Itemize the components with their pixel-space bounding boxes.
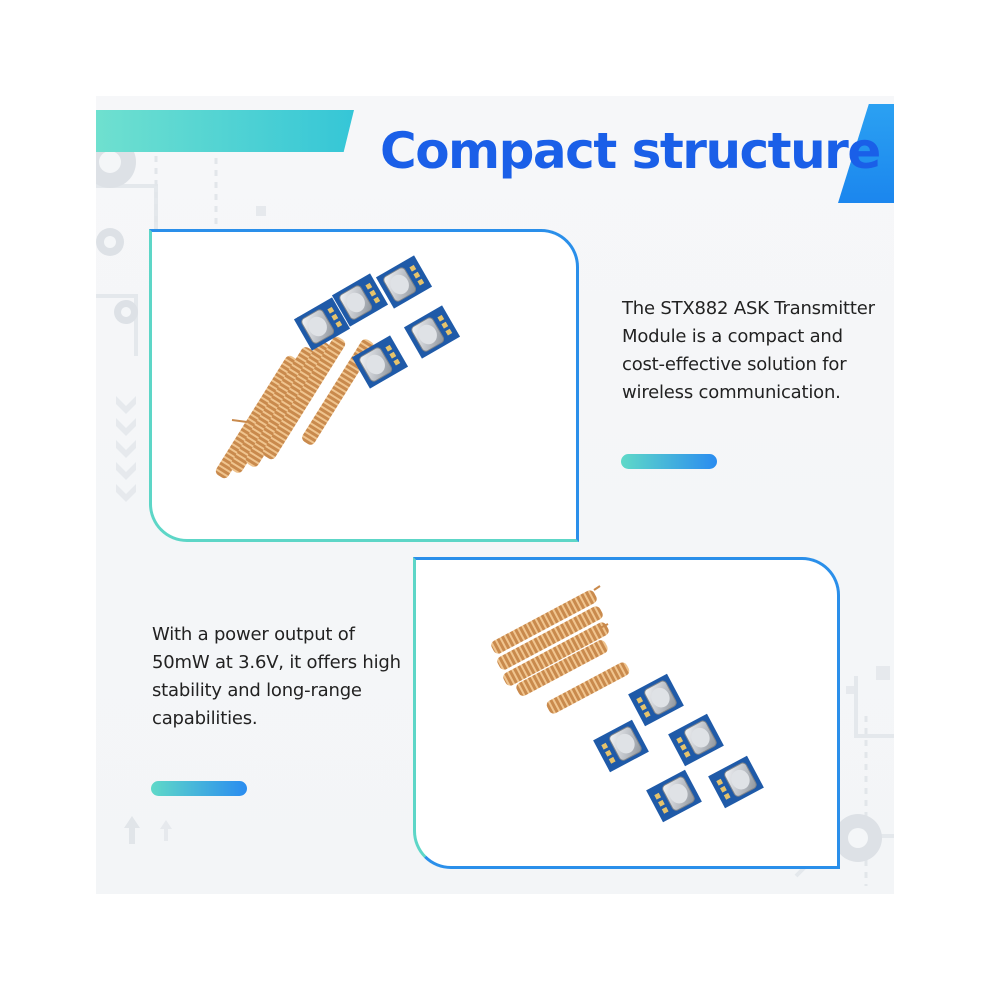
arrow-up-icon xyxy=(124,816,172,844)
product-illustration-bottom xyxy=(491,585,764,823)
accent-pill-2 xyxy=(151,781,247,796)
accent-pill-1 xyxy=(621,454,717,469)
description-text-2: With a power output of 50mW at 3.6V, it … xyxy=(152,624,401,729)
gear-icon xyxy=(96,136,882,862)
product-photo-top xyxy=(149,229,579,542)
transmitter-modules xyxy=(593,673,764,823)
headline: Compact structure xyxy=(380,122,881,180)
product-illustration-top xyxy=(215,255,461,479)
product-photo-bottom xyxy=(413,557,840,869)
antenna-coils xyxy=(215,316,374,479)
header-band-left xyxy=(96,110,354,152)
antenna-coils xyxy=(491,585,630,714)
transmitter-modules xyxy=(293,255,461,389)
description-text-1: The STX882 ASK Transmitter Module is a c… xyxy=(622,298,875,403)
